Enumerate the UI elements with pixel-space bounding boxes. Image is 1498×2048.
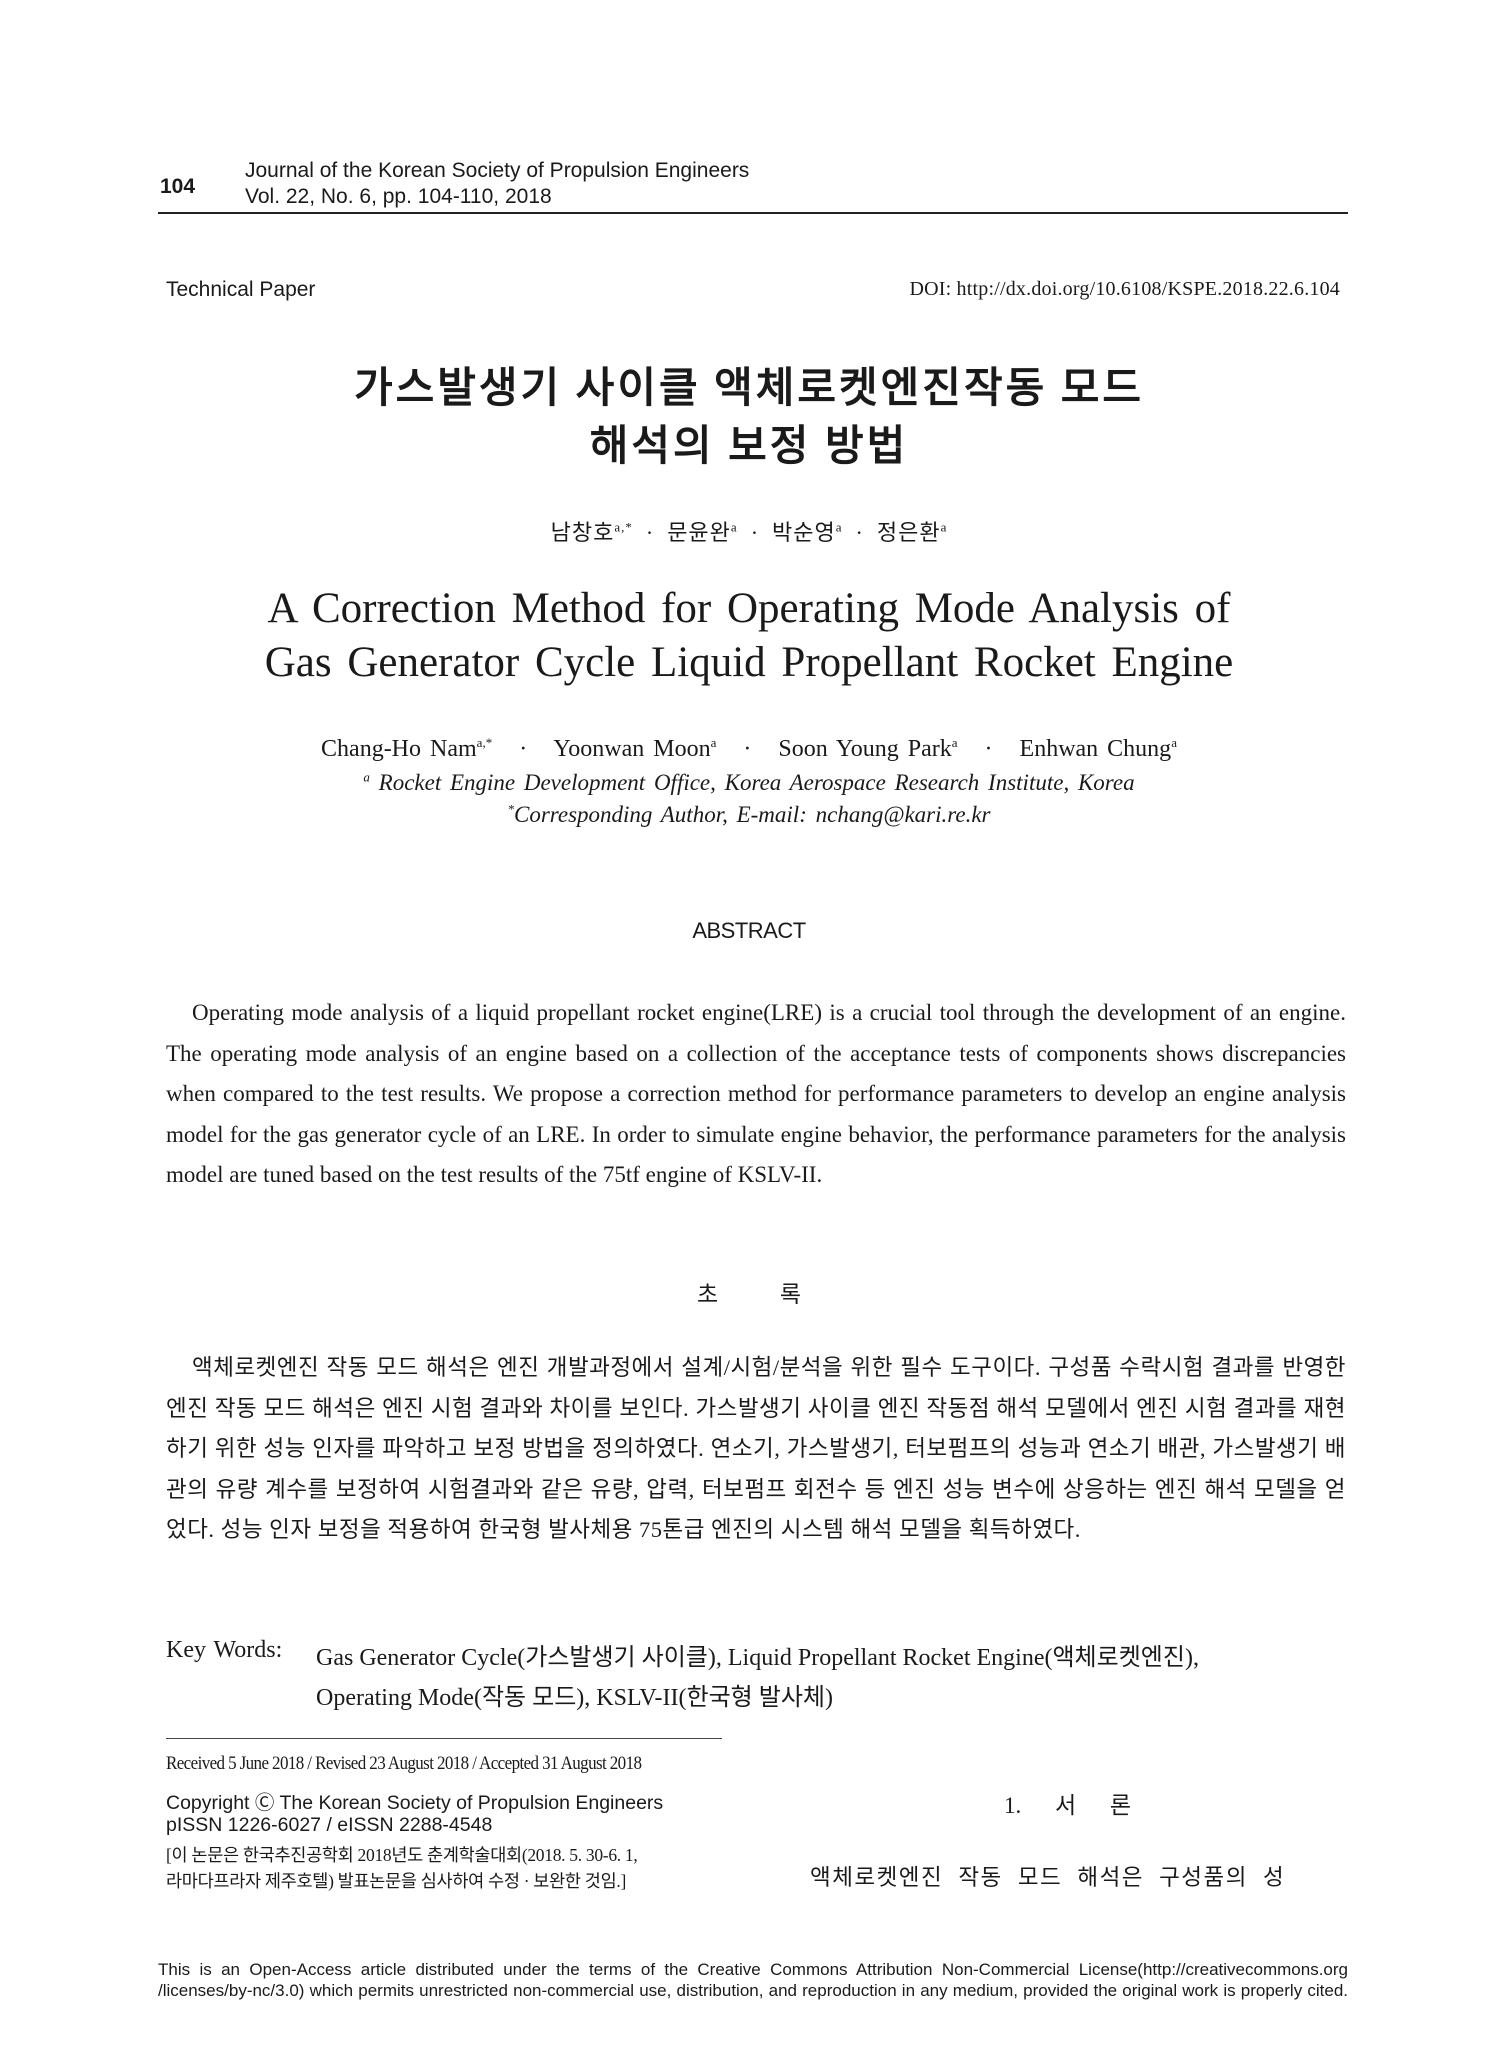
received-dates: Received 5 June 2018 / Revised 23 August… (166, 1752, 642, 1774)
korean-author-sup: a (730, 519, 738, 535)
author-separator: · (984, 736, 993, 762)
conference-note-line-2: 라마다프라자 제주호텔) 발표논문을 심사하여 수정 · 보완한 것임.] (166, 1871, 626, 1891)
author-separator: · (750, 520, 760, 545)
korean-author-name: 정은환 (876, 520, 941, 545)
keywords-line-2: Operating Mode(작동 모드), KSLV-II(한국형 발사체) (316, 1685, 833, 1711)
affiliation-sup: a (363, 769, 370, 785)
korean-author-sup: a (835, 519, 843, 535)
abstract-body: Operating mode analysis of a liquid prop… (166, 1000, 1346, 1187)
english-author-name: Enhwan Chung (1019, 736, 1172, 762)
korean-author-list: 남창호a,* · 문윤완a · 박순영a · 정은환a (0, 515, 1498, 547)
paper-type: Technical Paper (166, 278, 316, 301)
english-author-sup: a (710, 735, 717, 750)
english-author-name: Soon Young Park (778, 736, 952, 762)
english-title: A Correction Method for Operating Mode A… (0, 582, 1498, 690)
english-author-name: Chang-Ho Nam (321, 736, 477, 762)
english-author-sup: a (1171, 735, 1177, 750)
author-separator: · (645, 520, 655, 545)
english-author-sup: a,* (476, 735, 493, 750)
korean-author-name: 박순영 (772, 520, 836, 545)
english-author-name: Yoonwan Moon (553, 736, 711, 762)
journal-name: Journal of the Korean Society of Propuls… (245, 159, 750, 182)
korean-abstract-heading: 초 록 (696, 1282, 802, 1307)
korean-author-name: 남창호 (550, 520, 615, 545)
korean-title-line-1: 가스발생기 사이클 액체로켓엔진작동 모드 (353, 366, 1145, 412)
footnote-rule (166, 1738, 722, 1739)
header-rule (158, 212, 1348, 214)
corresponding-text: Corresponding Author, E-mail: nchang@kar… (513, 802, 991, 827)
page-number: 104 (160, 175, 196, 198)
korean-author-sup: a (940, 519, 948, 535)
english-author-list: Chang-Ho Nama,* · Yoonwan Moona · Soon Y… (0, 736, 1498, 763)
english-author-sup: a (951, 735, 958, 750)
journal-volume: Vol. 22, No. 6, pp. 104-110, 2018 (245, 185, 552, 208)
affiliation-text: Rocket Engine Development Office, Korea … (378, 770, 1135, 795)
korean-title: 가스발생기 사이클 액체로켓엔진작동 모드 해석의 보정 방법 (0, 360, 1498, 476)
author-separator: · (855, 520, 864, 545)
korean-title-line-2: 해석의 보정 방법 (589, 424, 909, 470)
keywords-label: Key Words: (166, 1637, 283, 1663)
doi-link[interactable]: DOI: http://dx.doi.org/10.6108/KSPE.2018… (909, 278, 1340, 300)
intro-section-heading: 1. 서 론 (1004, 1793, 1132, 1818)
conference-note-line-1: [이 논문은 한국추진공학회 2018년도 춘계학술대회(2018. 5. 30… (166, 1845, 638, 1865)
corresponding-author: *Corresponding Author, E-mail: nchang@ka… (0, 802, 1498, 828)
license-line-2: /licenses/by-nc/3.0) which permits unres… (158, 1981, 1348, 2000)
intro-first-line: 액체로켓엔진 작동 모드 해석은 구성품의 성 (810, 1865, 1286, 1890)
korean-abstract-body: 액체로켓엔진 작동 모드 해석은 엔진 개발과정에서 설계/시험/분석을 위한 … (166, 1355, 1346, 1542)
license-line-1: This is an Open-Access article distribut… (158, 1960, 1348, 1979)
affiliation: a Rocket Engine Development Office, Kore… (0, 770, 1498, 796)
corresponding-sup: * (507, 801, 514, 817)
copyright-notice: Copyright Ⓒ The Korean Society of Propul… (166, 1792, 664, 1814)
keywords-line-1: Gas Generator Cycle(가스발생기 사이클), Liquid P… (316, 1645, 1199, 1671)
author-separator: · (743, 736, 752, 762)
english-title-line-2: Gas Generator Cycle Liquid Propellant Ro… (264, 639, 1234, 686)
korean-author-sup: a,* (614, 519, 633, 535)
english-title-line-1: A Correction Method for Operating Mode A… (267, 585, 1231, 632)
author-separator: · (519, 736, 528, 762)
issn: pISSN 1226-6027 / eISSN 2288-4548 (166, 1814, 493, 1836)
abstract-heading: ABSTRACT (692, 918, 806, 943)
korean-author-name: 문윤완 (667, 520, 731, 545)
